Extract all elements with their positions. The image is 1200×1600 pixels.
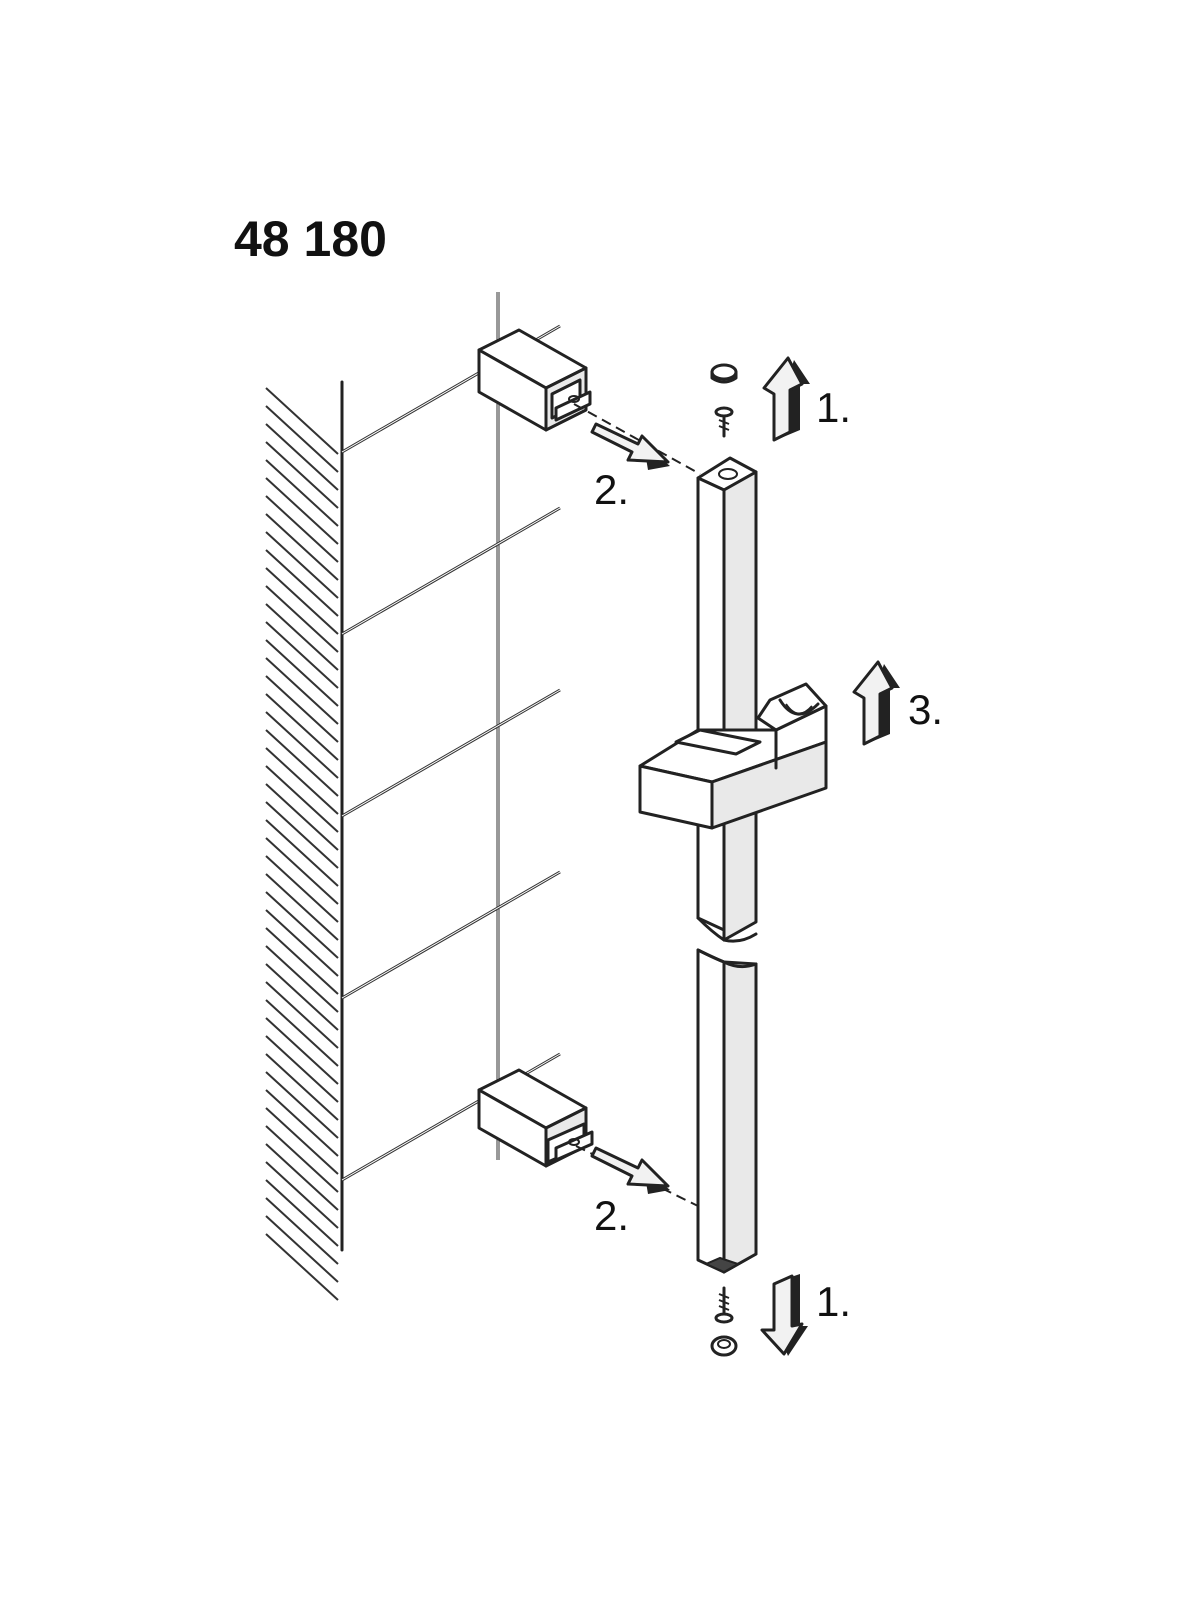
bottom-end-cap [710,1335,738,1357]
hatch-line [265,441,339,509]
hatch-line [265,1017,339,1085]
hatch-line [265,855,339,923]
hatch-line [265,387,339,455]
hatch-line [265,567,339,635]
hatch-line [265,657,339,725]
hatch-line [265,981,339,1049]
step-label-bottom-2: 2. [594,1192,629,1239]
top-wall-bracket [477,328,592,432]
arrow-down-step1 [760,1274,808,1356]
arrow-up-step3 [852,660,900,746]
hatch-line [265,1107,339,1175]
hatch-line [265,549,339,617]
shower-rail-lower [696,948,758,1274]
hatch-line [265,783,339,851]
step-label-top-2: 2. [594,466,629,513]
hatch-line [265,999,339,1067]
hatch-line [265,1125,339,1193]
tile-grid [341,292,561,1182]
hatch-line [265,891,339,959]
hatch-line [265,909,339,977]
hatch-line [265,711,339,779]
hatch-line [265,459,339,527]
hatch-line [265,675,339,743]
hatch-line [265,1179,339,1247]
hatch-line [265,1233,339,1301]
arrow-right-top-step2 [590,422,670,470]
hatch-line [265,873,339,941]
hatch-line [265,639,339,707]
hatch-line [265,693,339,761]
hatch-line [265,621,339,689]
step-label-bottom-1: 1. [816,1278,851,1325]
hatch-line [265,1089,339,1157]
hatch-line [265,1197,339,1265]
step-label-top-1: 1. [816,384,851,431]
model-number: 48 180 [234,211,387,267]
arrow-up-step1 [762,356,810,442]
hatch-line [265,1161,339,1229]
hatch-line [265,747,339,815]
top-alignment-line [573,403,701,475]
hatch-line [265,801,339,869]
bottom-wall-bracket [477,1068,594,1168]
hatch-line [265,1035,339,1103]
hatch-line [265,531,339,599]
hatch-line [265,477,339,545]
hatch-line [265,819,339,887]
top-end-cap [710,363,738,384]
hatch-line [265,837,339,905]
hatch-line [265,729,339,797]
step-label-3: 3. [908,686,943,733]
arrow-right-bottom-step2 [590,1146,670,1194]
hatch-line [265,963,339,1031]
shower-head-holder [638,682,828,830]
hatch-line [265,405,339,473]
hatch-line [265,1053,339,1121]
bottom-screw [714,1286,734,1324]
hatch-line [265,513,339,581]
wall-hatching [265,387,339,1301]
hatch-line [265,1071,339,1139]
hatch-line [265,1215,339,1283]
hatch-line [265,945,339,1013]
top-screw [714,406,734,438]
hatch-line [265,927,339,995]
hatch-line [265,495,339,563]
hatch-line [265,603,339,671]
hatch-line [265,765,339,833]
hatch-line [265,1143,339,1211]
hatch-line [265,423,339,491]
hatch-line [265,585,339,653]
shower-rail-upper [696,456,758,943]
